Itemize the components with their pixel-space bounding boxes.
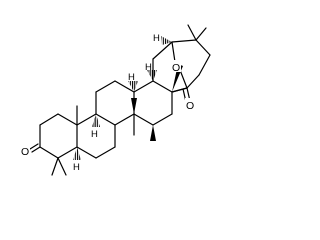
h-top-label: H bbox=[153, 33, 160, 44]
ring-c bbox=[95, 80, 138, 136]
h-c18-label: H bbox=[145, 62, 152, 73]
h-c5-label: H bbox=[73, 162, 80, 173]
lactone-oxygen-label: O bbox=[186, 100, 194, 112]
h-c13-label: H bbox=[128, 72, 135, 83]
ring-oxygen-label: O bbox=[172, 62, 180, 74]
molecule-structure: O O O H H H H H bbox=[20, 24, 211, 176]
ring-a bbox=[29, 105, 78, 176]
atom-labels: O O O bbox=[20, 60, 195, 158]
h-c9-label: H bbox=[91, 129, 98, 140]
ring-b bbox=[73, 113, 116, 160]
stereo-h-labels: H H H H H bbox=[73, 33, 160, 173]
ring-e-bridge bbox=[152, 24, 211, 103]
ring-d bbox=[133, 70, 173, 141]
ketone-oxygen-label: O bbox=[21, 146, 29, 158]
